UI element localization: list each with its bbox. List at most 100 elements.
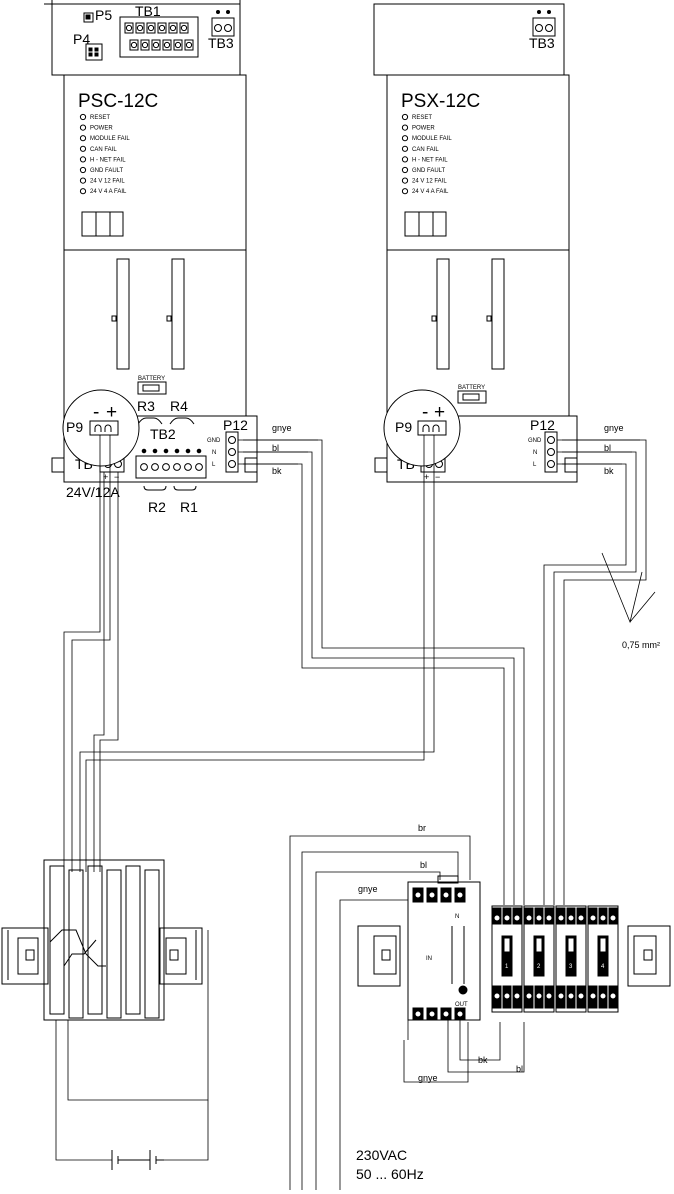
r2-label: R2 bbox=[148, 499, 166, 515]
filter-gnye-label: gnye bbox=[418, 1073, 438, 1083]
terminal-screw-bottom-head bbox=[557, 992, 565, 1000]
psc-led-label: CAN FAIL bbox=[90, 147, 117, 153]
terminal-window bbox=[535, 937, 543, 953]
psc-p9-label: P9 bbox=[66, 419, 83, 435]
psx-led-indicator bbox=[401, 113, 409, 121]
tb1-screw bbox=[125, 24, 133, 32]
terminal-screw-top-head bbox=[503, 914, 511, 922]
psc-bl-label: bl bbox=[272, 443, 279, 453]
battery-symbol bbox=[111, 1150, 164, 1170]
p4-label: P4 bbox=[73, 31, 90, 47]
terminal-window bbox=[503, 937, 511, 953]
psc-led-indicator bbox=[79, 113, 87, 121]
psc-led-indicator bbox=[79, 124, 87, 131]
terminal-screw-top-head bbox=[577, 914, 585, 922]
filter-bk-label: bk bbox=[478, 1055, 488, 1065]
tb1-slot bbox=[129, 39, 139, 51]
psx-led-label: POWER bbox=[412, 126, 435, 132]
tb1-slot bbox=[179, 22, 189, 34]
filter-output-screw-head bbox=[414, 1010, 422, 1018]
psx-led-indicator bbox=[401, 156, 409, 163]
terminal-screw-top-head bbox=[609, 914, 617, 922]
wires bbox=[55, 435, 656, 1190]
psx-p12-label: P12 bbox=[530, 417, 555, 433]
psx-led-indicator bbox=[401, 135, 409, 142]
tb1-slot bbox=[151, 39, 161, 51]
filter-n-label: N bbox=[455, 914, 459, 920]
terminal-screw-bottom-head bbox=[535, 992, 543, 1000]
tb2-marker bbox=[152, 448, 158, 454]
psc-led-label: 24 V 12 FAIL bbox=[90, 179, 125, 185]
terminal-screw-top-head bbox=[493, 914, 501, 922]
tb1-screw bbox=[169, 24, 177, 32]
psc-p9-plus: + bbox=[106, 402, 117, 423]
tb1-screw bbox=[158, 24, 166, 32]
terminal-number: 2 bbox=[537, 964, 541, 970]
psc-p12-n: N bbox=[212, 450, 216, 456]
psx-led-label: GND FAULT bbox=[412, 168, 446, 174]
psc-led-label: GND FAULT bbox=[90, 168, 124, 174]
tb1-slot bbox=[157, 22, 167, 34]
tb2-marker bbox=[185, 448, 191, 454]
tb1-slot bbox=[173, 39, 183, 51]
tb2-marker bbox=[163, 448, 169, 454]
tb1-screw bbox=[180, 24, 188, 32]
psc-p12-gnd: GND bbox=[207, 438, 221, 444]
psc-output-label: 24V/12A bbox=[66, 484, 120, 500]
din-terminal-plate bbox=[87, 865, 103, 1015]
filter-output-screw-head bbox=[428, 1010, 436, 1018]
terminal-screw-bottom-head bbox=[577, 992, 585, 1000]
psx-led-indicator bbox=[401, 188, 409, 195]
filter-input-screw-head bbox=[456, 891, 464, 899]
mains-gnye-label: gnye bbox=[358, 884, 378, 894]
filter-bl-label: bl bbox=[516, 1064, 523, 1074]
psc-led-label: 24 V 4 A FAIL bbox=[90, 189, 127, 195]
terminal-window bbox=[599, 937, 607, 953]
psc-led-label: POWER bbox=[90, 126, 113, 132]
terminal-screw-bottom-head bbox=[513, 992, 521, 1000]
filter-output-screw-head bbox=[442, 1010, 450, 1018]
terminal-screw-bottom-head bbox=[525, 992, 533, 1000]
terminal-group bbox=[555, 905, 587, 1013]
psx-led-label: CAN FAIL bbox=[412, 147, 439, 153]
psc-title: PSC-12C bbox=[78, 91, 158, 112]
tb1-slot bbox=[168, 22, 178, 34]
psc-gnye-label: gnye bbox=[272, 423, 292, 433]
tb1-slot bbox=[146, 22, 156, 34]
tb1-slot bbox=[162, 39, 172, 51]
psc-p12-l: L bbox=[212, 462, 216, 468]
psx-battery-label: BATTERY bbox=[458, 385, 485, 391]
psx-p12-l: L bbox=[533, 462, 537, 468]
psx-led-indicator bbox=[401, 124, 409, 131]
terminal-group bbox=[491, 905, 523, 1013]
psc-p12-label: P12 bbox=[223, 417, 248, 433]
tb1-slot bbox=[124, 22, 134, 34]
filter-input-screw-head bbox=[414, 891, 422, 899]
tb1-slot bbox=[184, 39, 194, 51]
psx-led-label: H - NET FAIL bbox=[412, 157, 448, 163]
tb1-label: TB1 bbox=[135, 3, 161, 19]
tb2-terminal-block bbox=[135, 455, 207, 479]
filter-output-screw-head bbox=[456, 1010, 464, 1018]
psx-p9-minus: - bbox=[422, 402, 428, 423]
filter-out-label: OUT bbox=[455, 1002, 468, 1008]
terminal-screw-top-head bbox=[557, 914, 565, 922]
psx-p9-plus: + bbox=[434, 402, 445, 423]
din-terminal-plate bbox=[144, 869, 160, 1019]
terminal-screw-bottom-head bbox=[503, 992, 511, 1000]
terminal-body bbox=[597, 935, 609, 977]
psc-led-label: H - NET FAIL bbox=[90, 157, 126, 163]
psx-led-indicator bbox=[401, 177, 409, 184]
psx-p12-n: N bbox=[533, 450, 537, 456]
psc-led-label: RESET bbox=[90, 115, 110, 121]
psc-tb4-minus: − bbox=[114, 472, 119, 482]
filter-input-screw-head bbox=[428, 891, 436, 899]
r4-label: R4 bbox=[170, 398, 188, 414]
tb2-marker bbox=[174, 448, 180, 454]
r1-label: R1 bbox=[180, 499, 198, 515]
psx-led-label: RESET bbox=[412, 115, 432, 121]
mains-bl-label: bl bbox=[420, 860, 427, 870]
tb2-screw bbox=[151, 463, 159, 471]
wire-labels: gnye bl bk gnye bl bk 0,75 mm² br bl gny… bbox=[272, 423, 660, 1083]
